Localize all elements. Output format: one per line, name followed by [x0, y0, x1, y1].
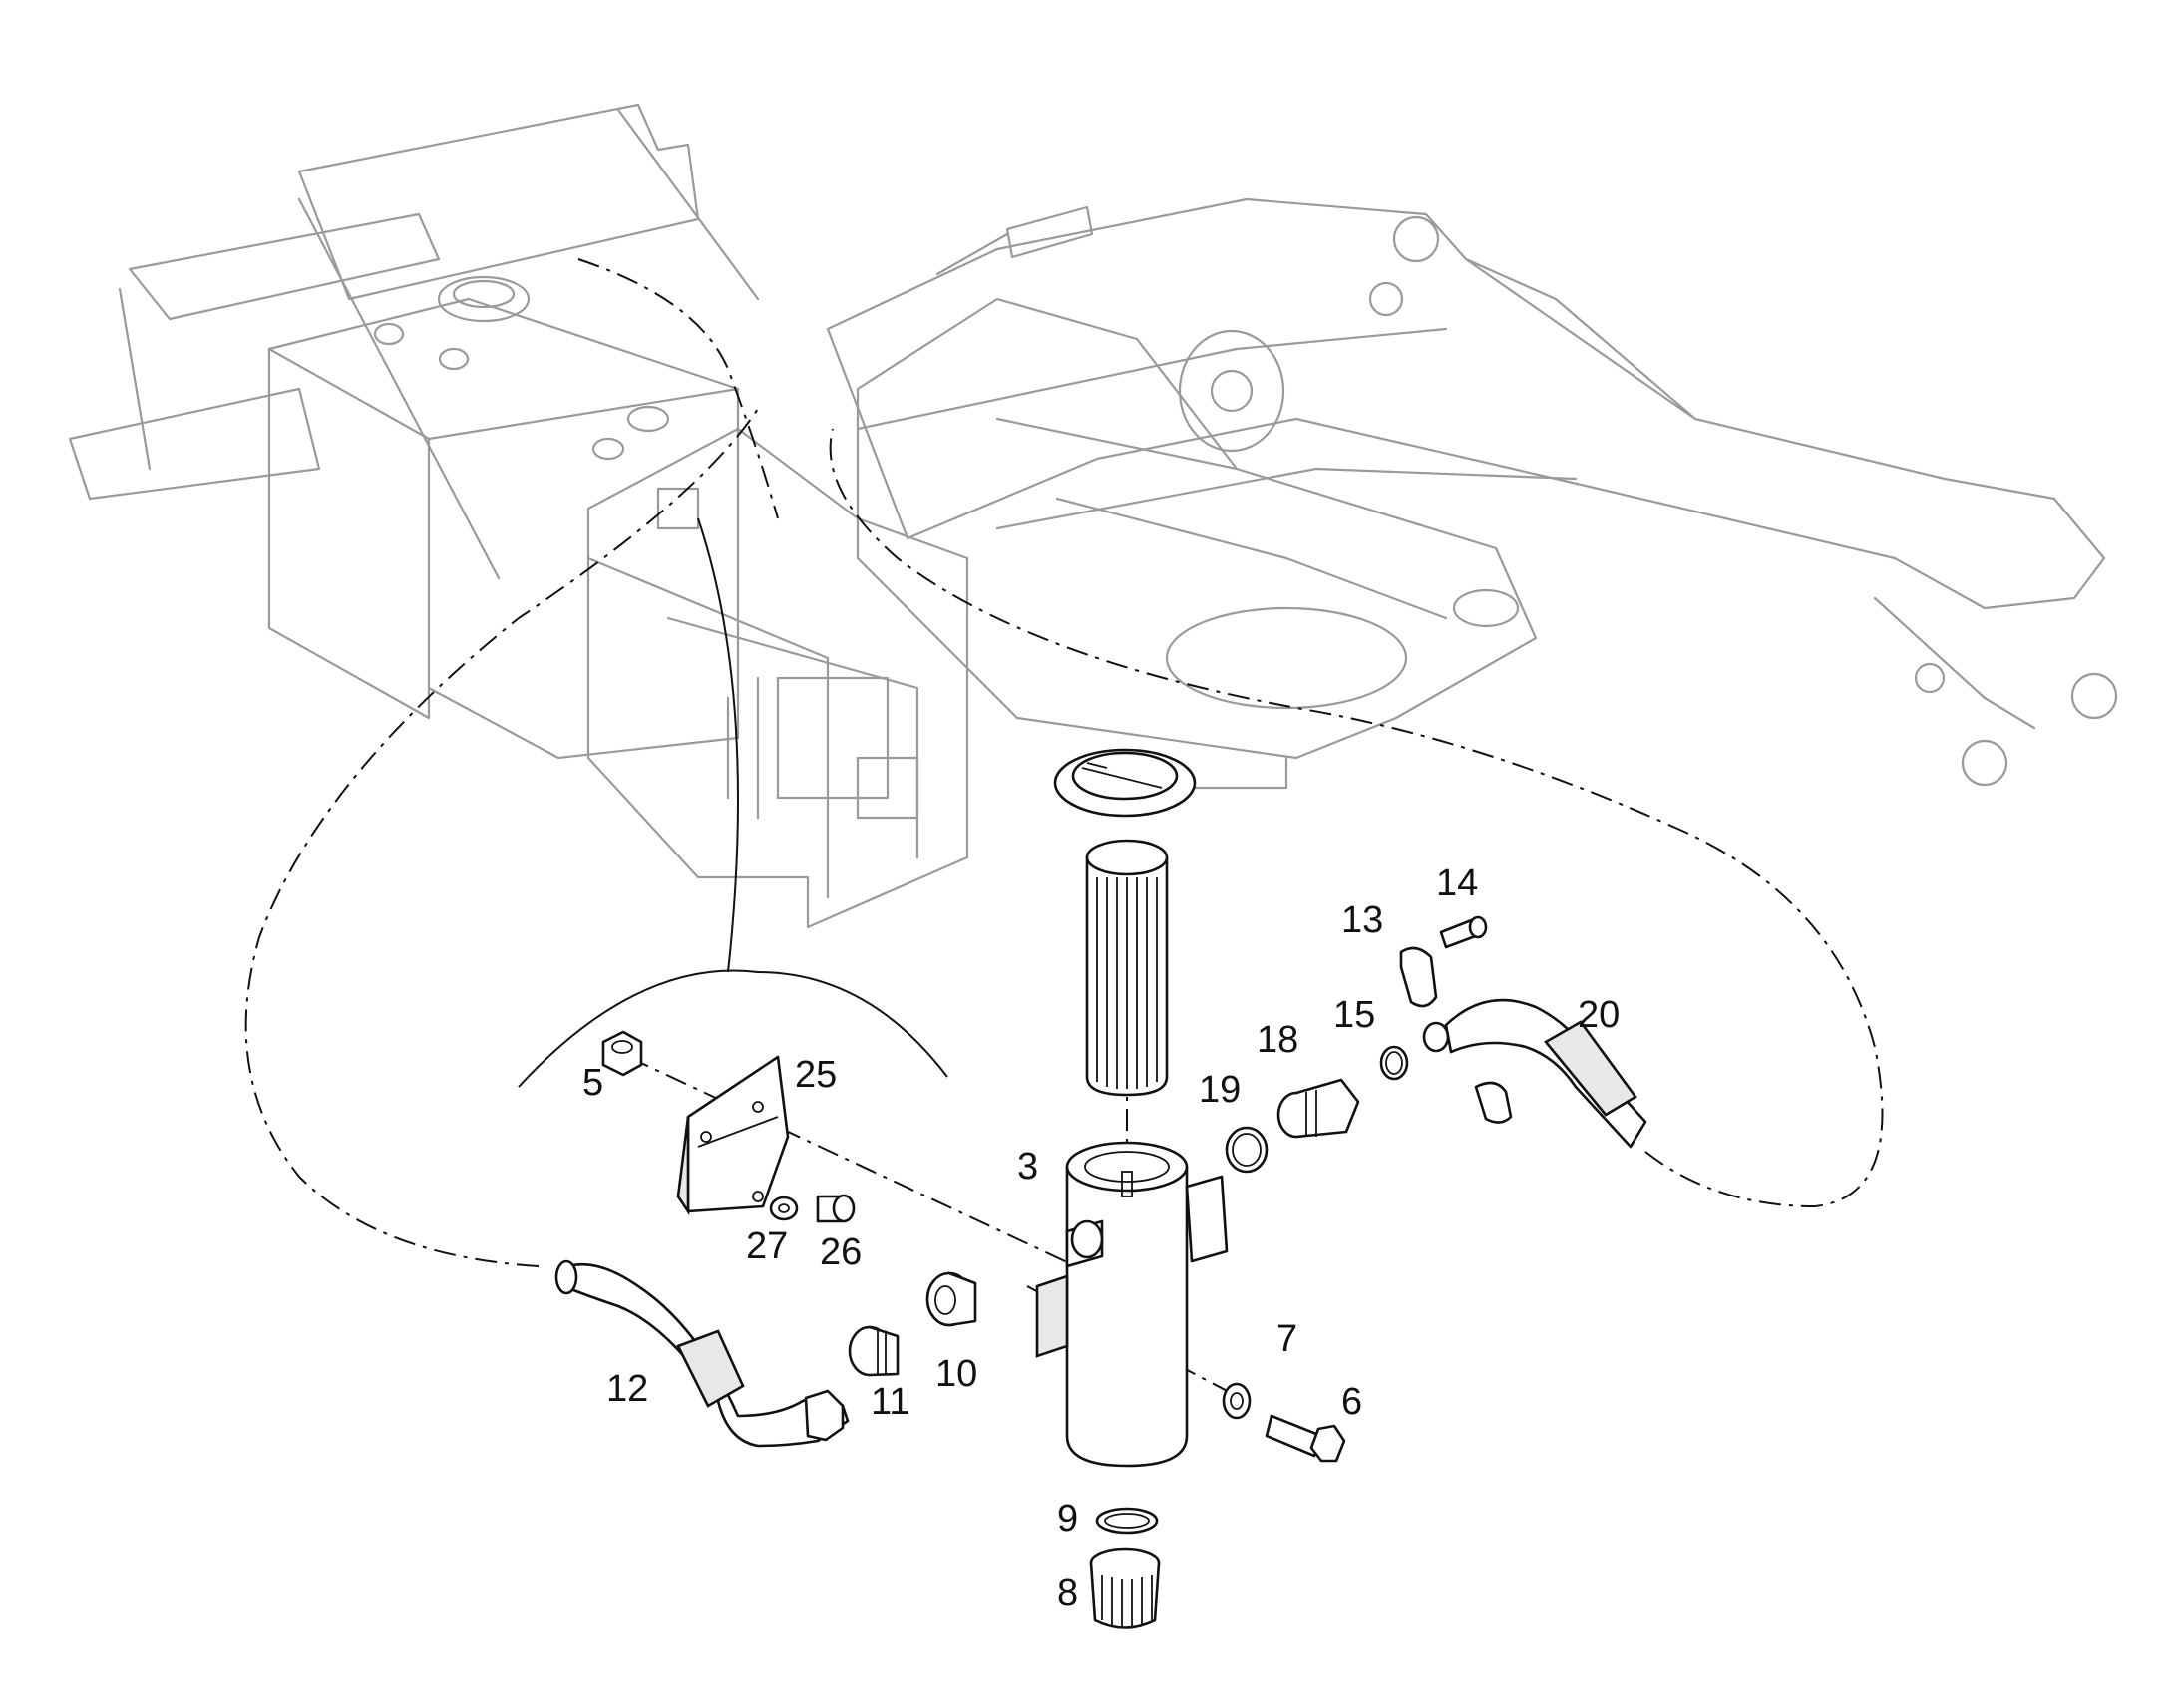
callout-25: 25 [795, 1054, 837, 1096]
drain-plug[interactable] [1089, 1547, 1161, 1629]
hose-routing-lines [244, 258, 1884, 1397]
callout-10: 10 [935, 1353, 977, 1395]
outlet-adapter[interactable] [1276, 1078, 1360, 1139]
mounting-bolt[interactable] [1265, 1414, 1346, 1463]
detail-leader-line [697, 517, 739, 973]
callout-20: 20 [1578, 994, 1620, 1036]
flange-clamp-upper[interactable] [1399, 946, 1438, 1008]
nut[interactable] [601, 1030, 643, 1077]
callout-18: 18 [1257, 1019, 1298, 1061]
filter-housing[interactable] [1035, 1141, 1229, 1468]
clamp-bolt[interactable] [1439, 915, 1488, 949]
callout-9: 9 [1057, 1498, 1078, 1539]
callout-8: 8 [1057, 1572, 1078, 1614]
mounting-washer[interactable] [1222, 1382, 1252, 1420]
mounting-bracket[interactable] [676, 1055, 790, 1216]
machine-frame [68, 103, 2118, 929]
washer[interactable] [769, 1196, 799, 1221]
flange-clamp-lower[interactable] [1474, 1081, 1513, 1124]
callout-labels: 3 5 6 7 8 9 10 11 12 13 14 15 18 19 20 2… [582, 862, 1620, 1614]
o-ring-outlet[interactable] [1225, 1126, 1269, 1174]
callout-19: 19 [1199, 1069, 1241, 1111]
filter-element[interactable] [1085, 839, 1169, 1097]
callout-11: 11 [871, 1381, 909, 1423]
callout-14: 14 [1436, 862, 1478, 904]
callout-26: 26 [820, 1231, 862, 1273]
o-ring-drain[interactable] [1095, 1507, 1159, 1535]
callout-6: 6 [1341, 1381, 1362, 1423]
callout-15: 15 [1333, 994, 1375, 1036]
callout-5: 5 [582, 1062, 603, 1104]
filter-cover[interactable] [1053, 748, 1197, 818]
elbow-fitting[interactable] [848, 1325, 900, 1377]
suction-hose[interactable] [554, 1259, 850, 1448]
detail-bubble-arc [518, 969, 948, 1088]
callout-13: 13 [1341, 899, 1383, 941]
o-ring-flange[interactable] [1379, 1045, 1409, 1081]
callout-27: 27 [746, 1225, 788, 1267]
plug-bolt[interactable] [816, 1194, 856, 1223]
return-hose[interactable] [1422, 998, 1647, 1149]
callout-7: 7 [1276, 1318, 1297, 1360]
adapter-fitting[interactable] [925, 1271, 977, 1327]
callout-12: 12 [606, 1368, 648, 1410]
callout-3: 3 [1017, 1146, 1038, 1188]
